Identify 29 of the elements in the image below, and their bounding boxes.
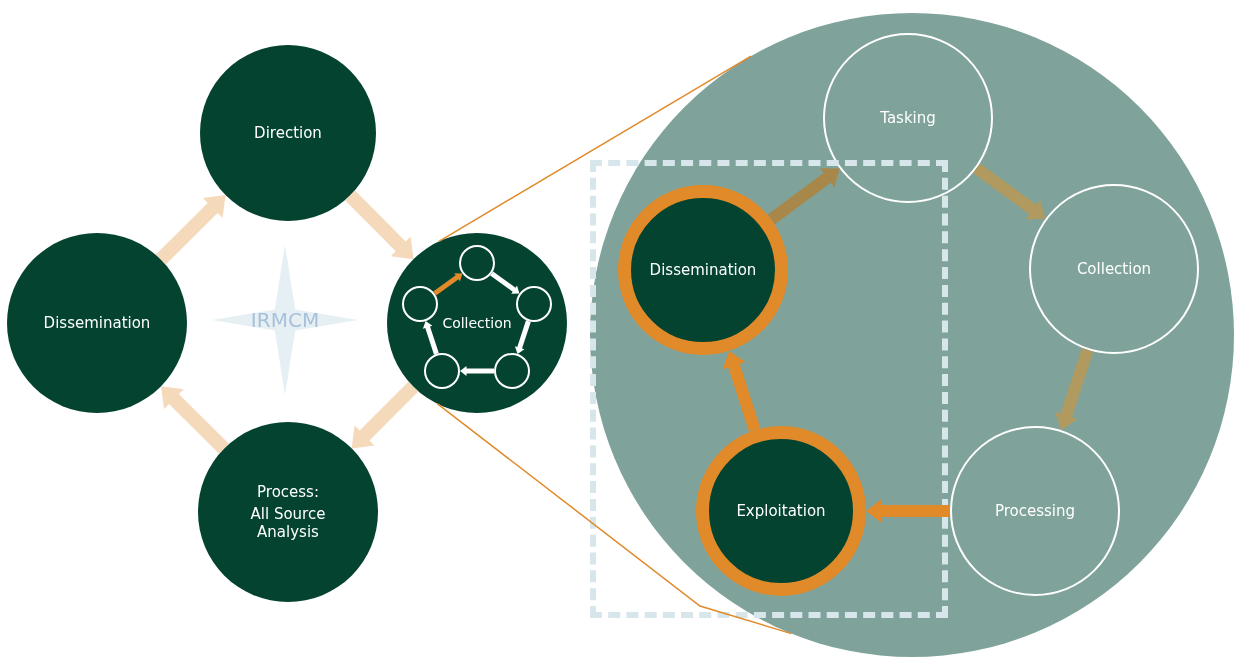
empty-circle (494, 353, 530, 389)
arrow (1054, 347, 1094, 431)
arrow (345, 190, 414, 260)
stage-circle: Direction (200, 45, 376, 221)
arrow (155, 195, 226, 265)
arrow (422, 321, 439, 355)
stage-circle: Collection (1029, 184, 1199, 354)
connector-line (438, 55, 752, 243)
stage-circle: Dissemination (7, 233, 187, 413)
arrow (866, 499, 950, 523)
arrow (161, 386, 229, 454)
stage-circle: Process: All Source Analysis (198, 422, 378, 602)
empty-circle (402, 286, 438, 322)
arrow (973, 163, 1046, 220)
arrow (433, 273, 463, 296)
stage-circle: Processing (950, 426, 1120, 596)
arrow (351, 381, 419, 449)
circle-label: Collection (442, 315, 512, 331)
star-shape: IRMCM (212, 245, 358, 395)
arrow (722, 350, 761, 432)
empty-circle (424, 353, 460, 389)
empty-circle (459, 245, 495, 281)
arrow (460, 366, 494, 376)
arrow (767, 168, 840, 225)
arrow (490, 271, 520, 294)
arrow (514, 320, 531, 354)
empty-circle (516, 286, 552, 322)
stage-circle: Tasking (823, 33, 993, 203)
connector-line (436, 403, 793, 635)
